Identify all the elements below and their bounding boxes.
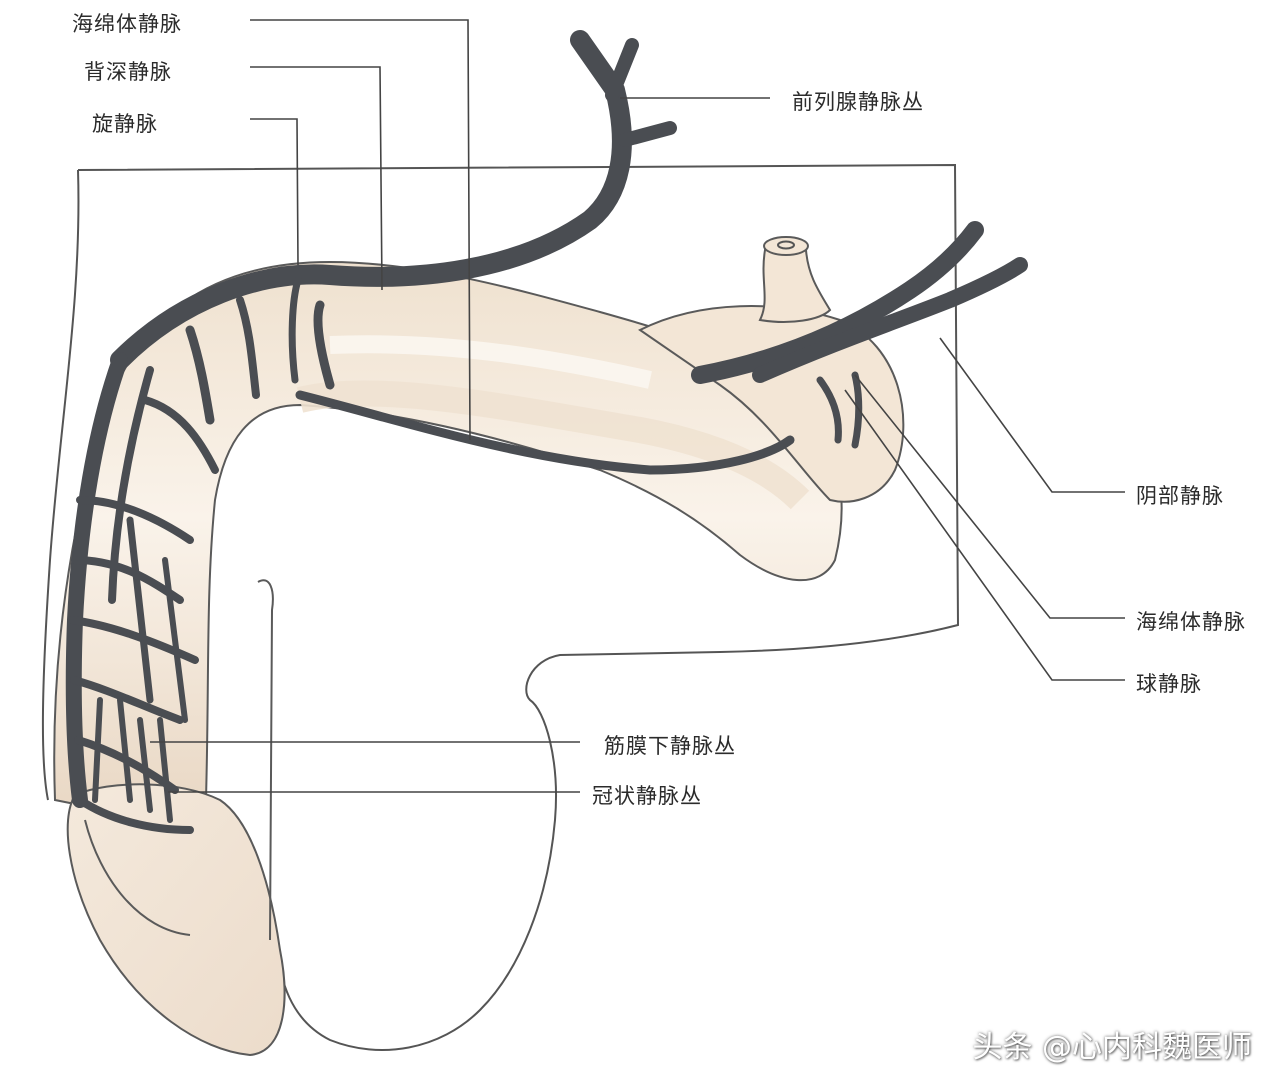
vein-network [65,30,1028,834]
watermark: 头条 @心内科魏医师 [972,1030,1252,1065]
penile-shaft [53,260,843,832]
label-bulbar-vein: 球静脉 [1136,672,1202,696]
label-pudendal-vein: 阴部静脉 [1136,484,1224,508]
label-coronal-plexus: 冠状静脉丛 [592,784,702,808]
urethral-bulb [638,236,905,503]
leader-lines [150,19,1125,793]
label-prostatic-plexus: 前列腺静脉丛 [792,90,924,114]
label-subfascial-plexus: 筋膜下静脉丛 [604,734,736,758]
label-cavernous-vein-right: 海绵体静脉 [1136,610,1246,634]
label-cavernous-vein-top: 海绵体静脉 [72,12,182,36]
label-circumflex-vein: 旋静脉 [92,112,158,136]
glans [66,579,286,1057]
label-deep-dorsal-vein: 背深静脉 [84,60,172,84]
body-outline [41,163,960,1051]
